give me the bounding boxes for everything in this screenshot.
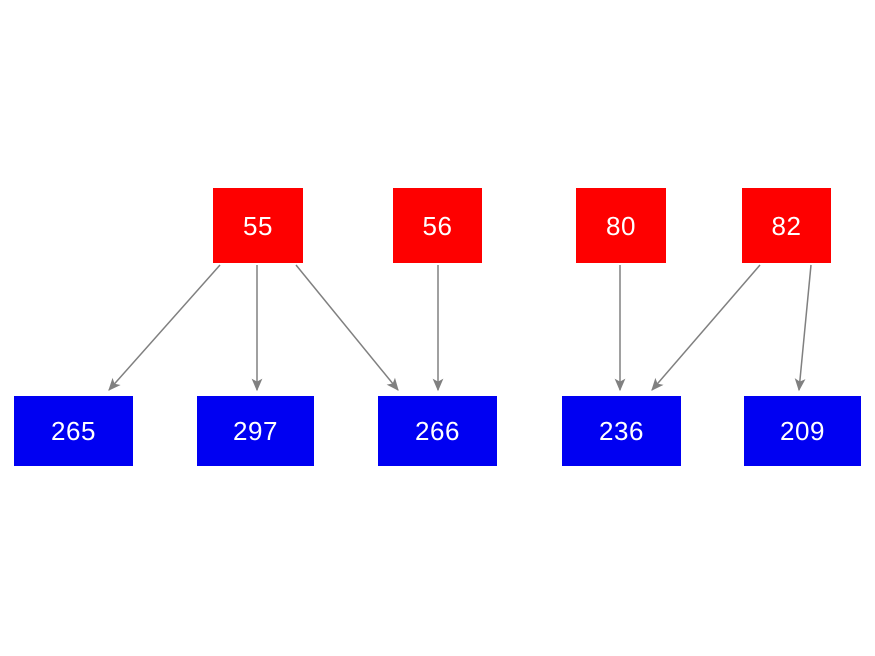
edge-82-to-236 <box>651 264 761 391</box>
node-label-297: 297 <box>233 416 278 446</box>
node-236[interactable]: 236 <box>562 396 681 466</box>
node-label-265: 265 <box>51 416 96 446</box>
node-297[interactable]: 297 <box>197 396 314 466</box>
node-label-236: 236 <box>599 416 644 446</box>
node-55[interactable]: 55 <box>213 188 303 263</box>
node-56[interactable]: 56 <box>393 188 482 263</box>
node-label-209: 209 <box>780 416 825 446</box>
edge-55-to-266 <box>295 264 399 391</box>
node-label-82: 82 <box>771 210 802 241</box>
edge-82-to-209 <box>794 264 812 392</box>
node-label-266: 266 <box>415 416 460 446</box>
node-209[interactable]: 209 <box>744 396 861 466</box>
node-265[interactable]: 265 <box>14 396 133 466</box>
edge-55-to-265 <box>108 264 221 391</box>
node-82[interactable]: 82 <box>742 188 831 263</box>
node-label-80: 80 <box>606 210 636 241</box>
node-80[interactable]: 80 <box>576 188 666 263</box>
edges-group <box>108 264 812 392</box>
node-266[interactable]: 266 <box>378 396 497 466</box>
node-label-56: 56 <box>422 210 453 241</box>
node-label-55: 55 <box>243 210 273 241</box>
